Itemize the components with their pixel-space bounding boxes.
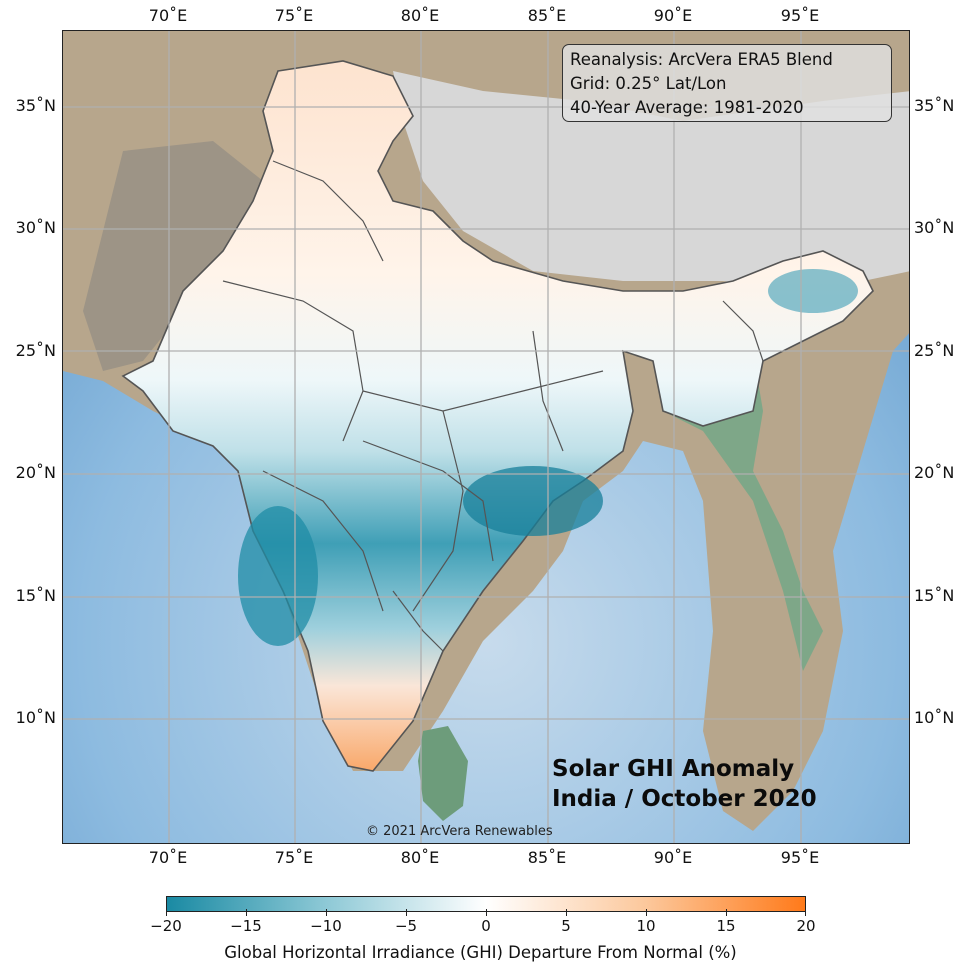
lon-tick-top: 85˚E <box>527 6 567 25</box>
pakistan-plains <box>83 141 263 371</box>
colorbar-label: −20 <box>150 917 182 935</box>
colorbar-label: 10 <box>636 917 656 935</box>
lon-tick-top: 70˚E <box>148 6 188 25</box>
lon-tick-top: 90˚E <box>653 6 693 25</box>
lon-tick-bottom: 90˚E <box>653 848 693 867</box>
lat-tick-right: 10˚N <box>914 708 955 727</box>
colorbar-label: 15 <box>716 917 736 935</box>
lat-tick-left: 25˚N <box>15 341 56 360</box>
colorbar-tick-mark <box>566 909 567 916</box>
lon-tick-top: 75˚E <box>274 6 314 25</box>
lon-tick-bottom: 85˚E <box>527 848 567 867</box>
lon-tick-top: 95˚E <box>780 6 820 25</box>
colorbar-label: −15 <box>230 917 262 935</box>
colorbar-tick-mark <box>246 909 247 916</box>
lon-tick-bottom: 95˚E <box>780 848 820 867</box>
colorbar-tick-mark <box>646 909 647 916</box>
map-title-line-1: Solar GHI Anomaly <box>552 756 795 782</box>
sri-lanka <box>418 726 468 821</box>
colorbar-tick-mark <box>805 909 806 916</box>
colorbar-tick-mark <box>406 909 407 916</box>
lon-tick-top: 80˚E <box>400 6 440 25</box>
anomaly-core-west <box>238 506 318 646</box>
lat-tick-left: 15˚N <box>15 586 56 605</box>
lat-tick-left: 10˚N <box>15 708 56 727</box>
lon-tick-bottom: 70˚E <box>148 848 188 867</box>
mountain-region <box>393 71 909 291</box>
lat-tick-right: 25˚N <box>914 341 955 360</box>
colorbar-label: 0 <box>481 917 491 935</box>
info-line-source: Reanalysis: ArcVera ERA5 Blend <box>570 50 833 69</box>
anomaly-core-east <box>463 466 603 536</box>
colorbar-label: −10 <box>310 917 342 935</box>
anomaly-core-north <box>768 269 858 313</box>
lon-tick-bottom: 75˚E <box>274 848 314 867</box>
map-panel <box>62 30 910 844</box>
lon-tick-bottom: 80˚E <box>400 848 440 867</box>
lat-tick-right: 20˚N <box>914 463 955 482</box>
info-line-grid: Grid: 0.25° Lat/Lon <box>570 74 727 93</box>
dataset-info-box: Reanalysis: ArcVera ERA5 Blend Grid: 0.2… <box>562 44 892 122</box>
lat-tick-left: 20˚N <box>15 463 56 482</box>
state-borders <box>222 160 764 652</box>
lat-tick-left: 30˚N <box>15 218 56 237</box>
lat-tick-left: 35˚N <box>15 96 56 115</box>
graticule <box>63 31 909 843</box>
lat-tick-right: 30˚N <box>914 218 955 237</box>
anomaly-map <box>63 31 909 843</box>
colorbar-tick-mark <box>166 909 167 916</box>
map-title: Solar GHI Anomaly India / October 2020 <box>552 754 817 814</box>
map-title-line-2: India / October 2020 <box>552 786 817 812</box>
info-line-period: 40-Year Average: 1981-2020 <box>570 98 804 117</box>
colorbar-tick-mark <box>726 909 727 916</box>
lat-tick-right: 35˚N <box>914 96 955 115</box>
copyright-notice: © 2021 ArcVera Renewables <box>366 824 553 839</box>
colorbar-tick-mark <box>486 909 487 916</box>
lat-tick-right: 15˚N <box>914 586 955 605</box>
colorbar-label: −5 <box>394 917 418 935</box>
colorbar-label: 5 <box>561 917 571 935</box>
colorbar-tick-mark <box>326 909 327 916</box>
colorbar-label: 20 <box>796 917 816 935</box>
colorbar-title: Global Horizontal Irradiance (GHI) Depar… <box>224 943 737 962</box>
